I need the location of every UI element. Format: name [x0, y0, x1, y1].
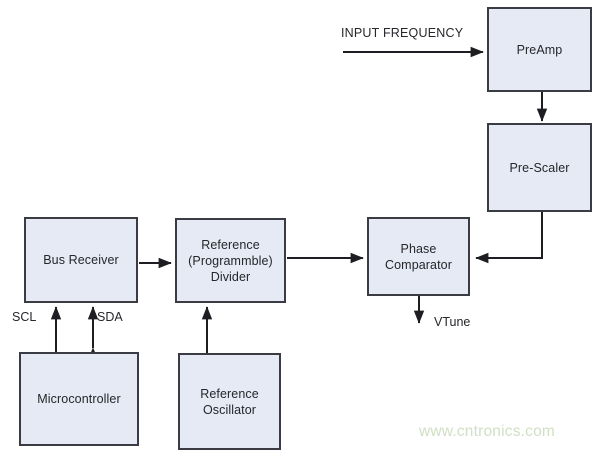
block-reference-oscillator-label: Reference Oscillator — [200, 386, 259, 417]
block-phase-comparator-label: Phase Comparator — [385, 241, 452, 272]
block-reference-oscillator[interactable]: Reference Oscillator — [178, 353, 281, 450]
label-vtune: VTune — [434, 315, 471, 329]
block-preamp[interactable]: PreAmp — [487, 7, 592, 92]
block-phase-comparator[interactable]: Phase Comparator — [367, 217, 470, 296]
wire-prescaler-to-phase-comparator — [475, 212, 543, 264]
block-preamp-label: PreAmp — [516, 42, 563, 57]
watermark-cntronics: www.cntronics.com — [419, 423, 556, 440]
block-prescaler-label: Pre-Scaler — [509, 160, 570, 175]
block-prescaler[interactable]: Pre-Scaler — [487, 123, 592, 212]
block-microcontroller-label: Microcontroller — [37, 392, 121, 406]
label-sda: SDA — [97, 310, 123, 324]
label-scl: SCL — [12, 310, 37, 324]
block-bus-receiver[interactable]: Bus Receiver — [24, 217, 138, 303]
block-microcontroller[interactable]: Microcontroller — [19, 352, 139, 446]
block-reference-divider-label: Reference (Programmble) Divider — [188, 237, 273, 284]
block-bus-receiver-label: Bus Receiver — [43, 253, 119, 267]
label-input-frequency: INPUT FREQUENCY — [341, 26, 464, 40]
block-reference-divider[interactable]: Reference (Programmble) Divider — [175, 218, 286, 303]
